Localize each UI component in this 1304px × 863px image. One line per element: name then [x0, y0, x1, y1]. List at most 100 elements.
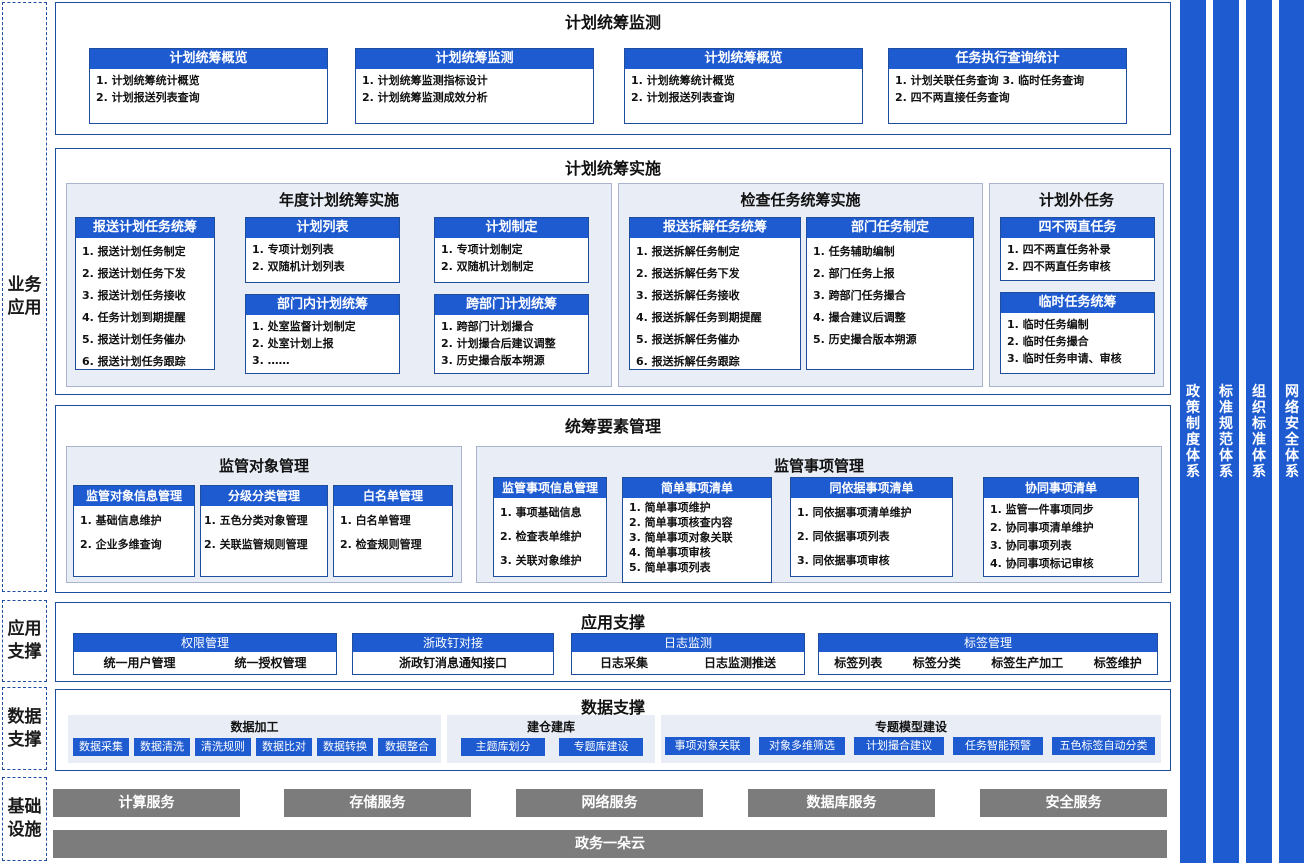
chip[interactable]: 专题库建设 — [559, 738, 643, 756]
card-title: 计划统筹概览 — [625, 49, 862, 69]
chip[interactable]: 计划撮合建议 — [854, 737, 944, 755]
box-item: 浙政钉消息通知接口 — [398, 656, 507, 670]
vbar-char: 准 — [1219, 399, 1233, 416]
list-item: 4. 简单事项审核 — [629, 546, 711, 559]
panel-implement: 计划统筹实施 年度计划统筹实施 报送计划任务统筹 1. 报送计划任务制定 2. … — [55, 148, 1171, 395]
chip[interactable]: 事项对象关联 — [665, 737, 750, 755]
section-object-title: 监管对象管理 — [218, 457, 309, 475]
list-item: 1. 临时任务编制 — [1007, 318, 1089, 331]
chip[interactable]: 主题库划分 — [461, 738, 545, 756]
vbar-network-security: 网络安全体系 — [1279, 0, 1304, 863]
list-item: 2. 计划撮合后建议调整 — [441, 337, 556, 350]
vbar-char: 标 — [1252, 415, 1266, 432]
card-report-split[interactable]: 报送拆解任务统筹 1. 报送拆解任务制定 2. 报送拆解任务下发 3. 报送拆解… — [629, 217, 801, 370]
list-item: 2. 四不两直接任务查询 — [895, 91, 1010, 104]
service-network[interactable]: 网络服务 — [516, 789, 703, 817]
panel-implement-title: 计划统筹实施 — [564, 159, 661, 178]
group-warehouse: 建仓建库 主题库划分 专题库建设 — [447, 715, 655, 763]
box-item: 标签维护 — [1093, 656, 1142, 670]
section-matter-title: 监管事项管理 — [773, 457, 864, 475]
vbar-char: 度 — [1186, 431, 1200, 448]
gov-cloud[interactable]: 政务一朵云 — [53, 830, 1167, 858]
panel-monitor-title: 计划统筹监测 — [564, 13, 661, 32]
card-title: 报送计划任务统筹 — [76, 218, 214, 238]
group-data-processing: 数据加工 数据采集 数据清洗 清洗规则 数据比对 数据转换 数据整合 — [68, 715, 441, 763]
group-title: 专题模型建设 — [874, 720, 947, 734]
list-item: 2. 计划报送列表查询 — [96, 91, 200, 104]
list-item: 2. 双随机计划列表 — [252, 260, 345, 273]
box-zzd[interactable]: 浙政钉对接 浙政钉消息通知接口 — [352, 633, 554, 675]
vbar-char: 系 — [1252, 463, 1266, 480]
vbar-standards: 标准规范体系 — [1213, 0, 1239, 863]
list-item: 3. 跨部门任务撮合 — [813, 289, 906, 302]
service-security[interactable]: 安全服务 — [980, 789, 1167, 817]
card-title: 协同事项清单 — [984, 478, 1138, 498]
list-item: 5. 报送计划任务催办 — [82, 333, 186, 346]
box-log[interactable]: 日志监测 日志采集日志监测推送 — [571, 633, 805, 675]
chip[interactable]: 数据整合 — [378, 738, 436, 756]
chip[interactable]: 数据采集 — [73, 738, 129, 756]
chip[interactable]: 清洗规则 — [195, 738, 251, 756]
card-report-plan[interactable]: 报送计划任务统筹 1. 报送计划任务制定 2. 报送计划任务下发 3. 报送计划… — [75, 217, 215, 370]
service-compute[interactable]: 计算服务 — [53, 789, 240, 817]
list-item: 2. 计划报送列表查询 — [631, 91, 735, 104]
vbar-org-standards: 组织标准体系 — [1246, 0, 1272, 863]
list-item: 1. 跨部门计划撮合 — [441, 320, 534, 333]
service-database[interactable]: 数据库服务 — [748, 789, 935, 817]
vbar-char: 安 — [1285, 415, 1299, 432]
card-title: 跨部门计划统筹 — [435, 295, 588, 315]
chip[interactable]: 数据转换 — [317, 738, 373, 756]
list-item: 1. 四不两直任务补录 — [1007, 243, 1111, 256]
list-item: 2. 检查规则管理 — [340, 538, 422, 551]
list-item: 2. 简单事项核查内容 — [629, 516, 733, 529]
card-title: 报送拆解任务统筹 — [630, 218, 800, 238]
box-item: 标签分类 — [912, 656, 961, 670]
list-item: 3. …… — [252, 354, 290, 367]
list-item: 1. 监管一件事项同步 — [990, 503, 1094, 516]
card-title: 监管对象信息管理 — [74, 486, 194, 506]
vbar-policy: 政策制度体系 — [1180, 0, 1206, 863]
list-item: 3. 协同事项列表 — [990, 539, 1072, 552]
card-dept-task[interactable]: 部门任务制定 1. 任务辅助编制 2. 部门任务上报 3. 跨部门任务撮合 4.… — [806, 217, 974, 370]
vbar-char: 准 — [1252, 431, 1266, 448]
list-item: 2. 同依据事项列表 — [797, 530, 890, 543]
chip[interactable]: 数据清洗 — [134, 738, 190, 756]
vbar-char: 组 — [1252, 383, 1266, 400]
service-storage[interactable]: 存储服务 — [284, 789, 471, 817]
list-item: 1. 计划统筹监测指标设计 — [362, 74, 488, 87]
box-tag[interactable]: 标签管理 标签列表标签分类标签生产加工标签维护 — [818, 633, 1158, 675]
chip[interactable]: 五色标签自动分类 — [1052, 737, 1155, 755]
chip[interactable]: 数据比对 — [256, 738, 312, 756]
list-item: 1. 同依据事项清单维护 — [797, 506, 912, 519]
panel-data-support-title: 数据支撑 — [580, 698, 645, 717]
section-annual: 年度计划统筹实施 报送计划任务统筹 1. 报送计划任务制定 2. 报送计划任务下… — [66, 183, 612, 387]
list-item: 3. 同依据事项审核 — [797, 554, 890, 567]
list-item: 4. 协同事项标记审核 — [990, 557, 1094, 570]
chip[interactable]: 任务智能预警 — [953, 737, 1043, 755]
list-item: 4. 任务计划到期提醒 — [82, 311, 186, 324]
vbar-char: 系 — [1219, 463, 1233, 480]
list-item: 4. 撮合建议后调整 — [813, 311, 906, 324]
chip[interactable]: 对象多维筛选 — [759, 737, 845, 755]
box-permission[interactable]: 权限管理 统一用户管理统一授权管理 — [73, 633, 337, 675]
